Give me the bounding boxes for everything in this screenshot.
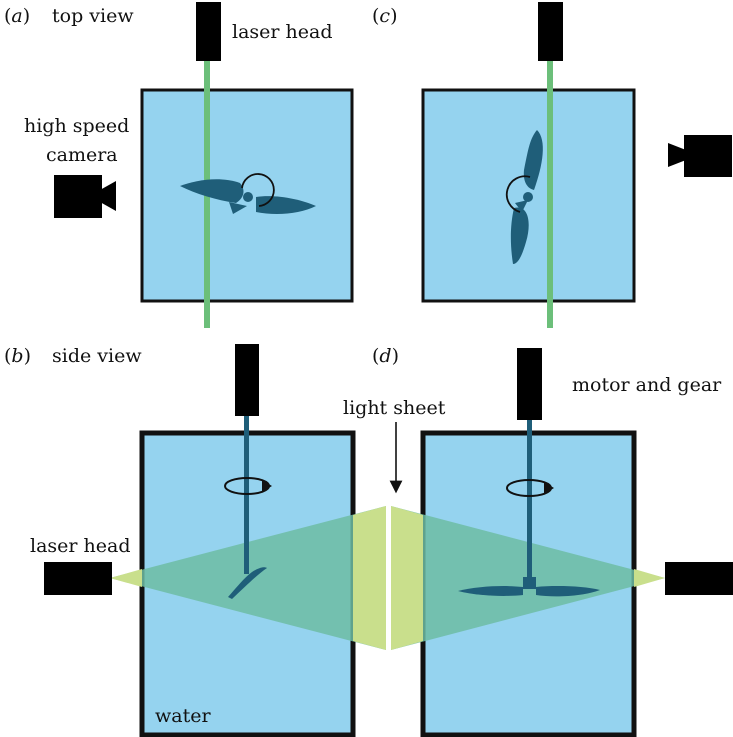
wing-side-view-d xyxy=(458,577,600,597)
panel-a-letter: (a) xyxy=(4,5,30,27)
laser-head-label-side: laser head xyxy=(30,535,131,557)
rotation-arrow-icon xyxy=(506,479,554,497)
light-sheet-outside-b-left xyxy=(110,569,142,587)
laser-head-label-top: laser head xyxy=(232,21,333,43)
laser-head-icon xyxy=(665,562,733,595)
panel-b-side-view: (b) side view laser head water xyxy=(4,344,386,737)
wing-top-view-c xyxy=(505,130,543,264)
motor-icon xyxy=(517,348,542,420)
camera-label-line2: camera xyxy=(46,144,118,166)
motor-icon xyxy=(235,344,259,416)
light-sheet-annotation: light sheet xyxy=(343,397,446,494)
light-sheet-outside-b-right xyxy=(353,506,386,650)
panel-b-letter: (b) xyxy=(4,345,31,367)
water-label: water xyxy=(155,705,211,727)
panel-b-letter-text: b xyxy=(11,345,23,367)
rotation-arrow-icon xyxy=(224,477,272,495)
laser-head-icon xyxy=(196,2,221,61)
panel-c-letter: (c) xyxy=(372,5,398,27)
panel-b-title: side view xyxy=(52,345,142,367)
panel-d-side-view: (d) motor and gear xyxy=(372,345,733,737)
motor-gear-label: motor and gear xyxy=(572,374,722,396)
panel-a-letter-text: a xyxy=(11,5,22,27)
wing-side-view-b xyxy=(228,567,267,599)
panel-c-letter-text: c xyxy=(379,5,390,27)
camera-icon xyxy=(668,135,732,177)
light-sheet-outside-d-left xyxy=(391,506,423,650)
panel-c-top-view: (c) xyxy=(372,2,732,328)
panel-d-letter: (d) xyxy=(372,345,399,367)
panel-d-letter-text: d xyxy=(379,345,391,367)
shaft-b xyxy=(244,416,249,574)
panel-a-title: top view xyxy=(52,5,134,27)
laser-head-icon xyxy=(538,2,563,61)
wing-top-view-a xyxy=(180,173,316,214)
camera-label-line1: high speed xyxy=(24,115,129,137)
laser-beam-c xyxy=(547,60,553,328)
panel-a-top-view: (a) top view laser head high speed camer… xyxy=(4,2,354,328)
laser-head-icon xyxy=(44,562,112,595)
light-sheet-outside-d-right xyxy=(634,569,665,587)
camera-icon xyxy=(54,175,116,218)
light-sheet-label: light sheet xyxy=(343,397,446,419)
shaft-d xyxy=(527,420,532,580)
